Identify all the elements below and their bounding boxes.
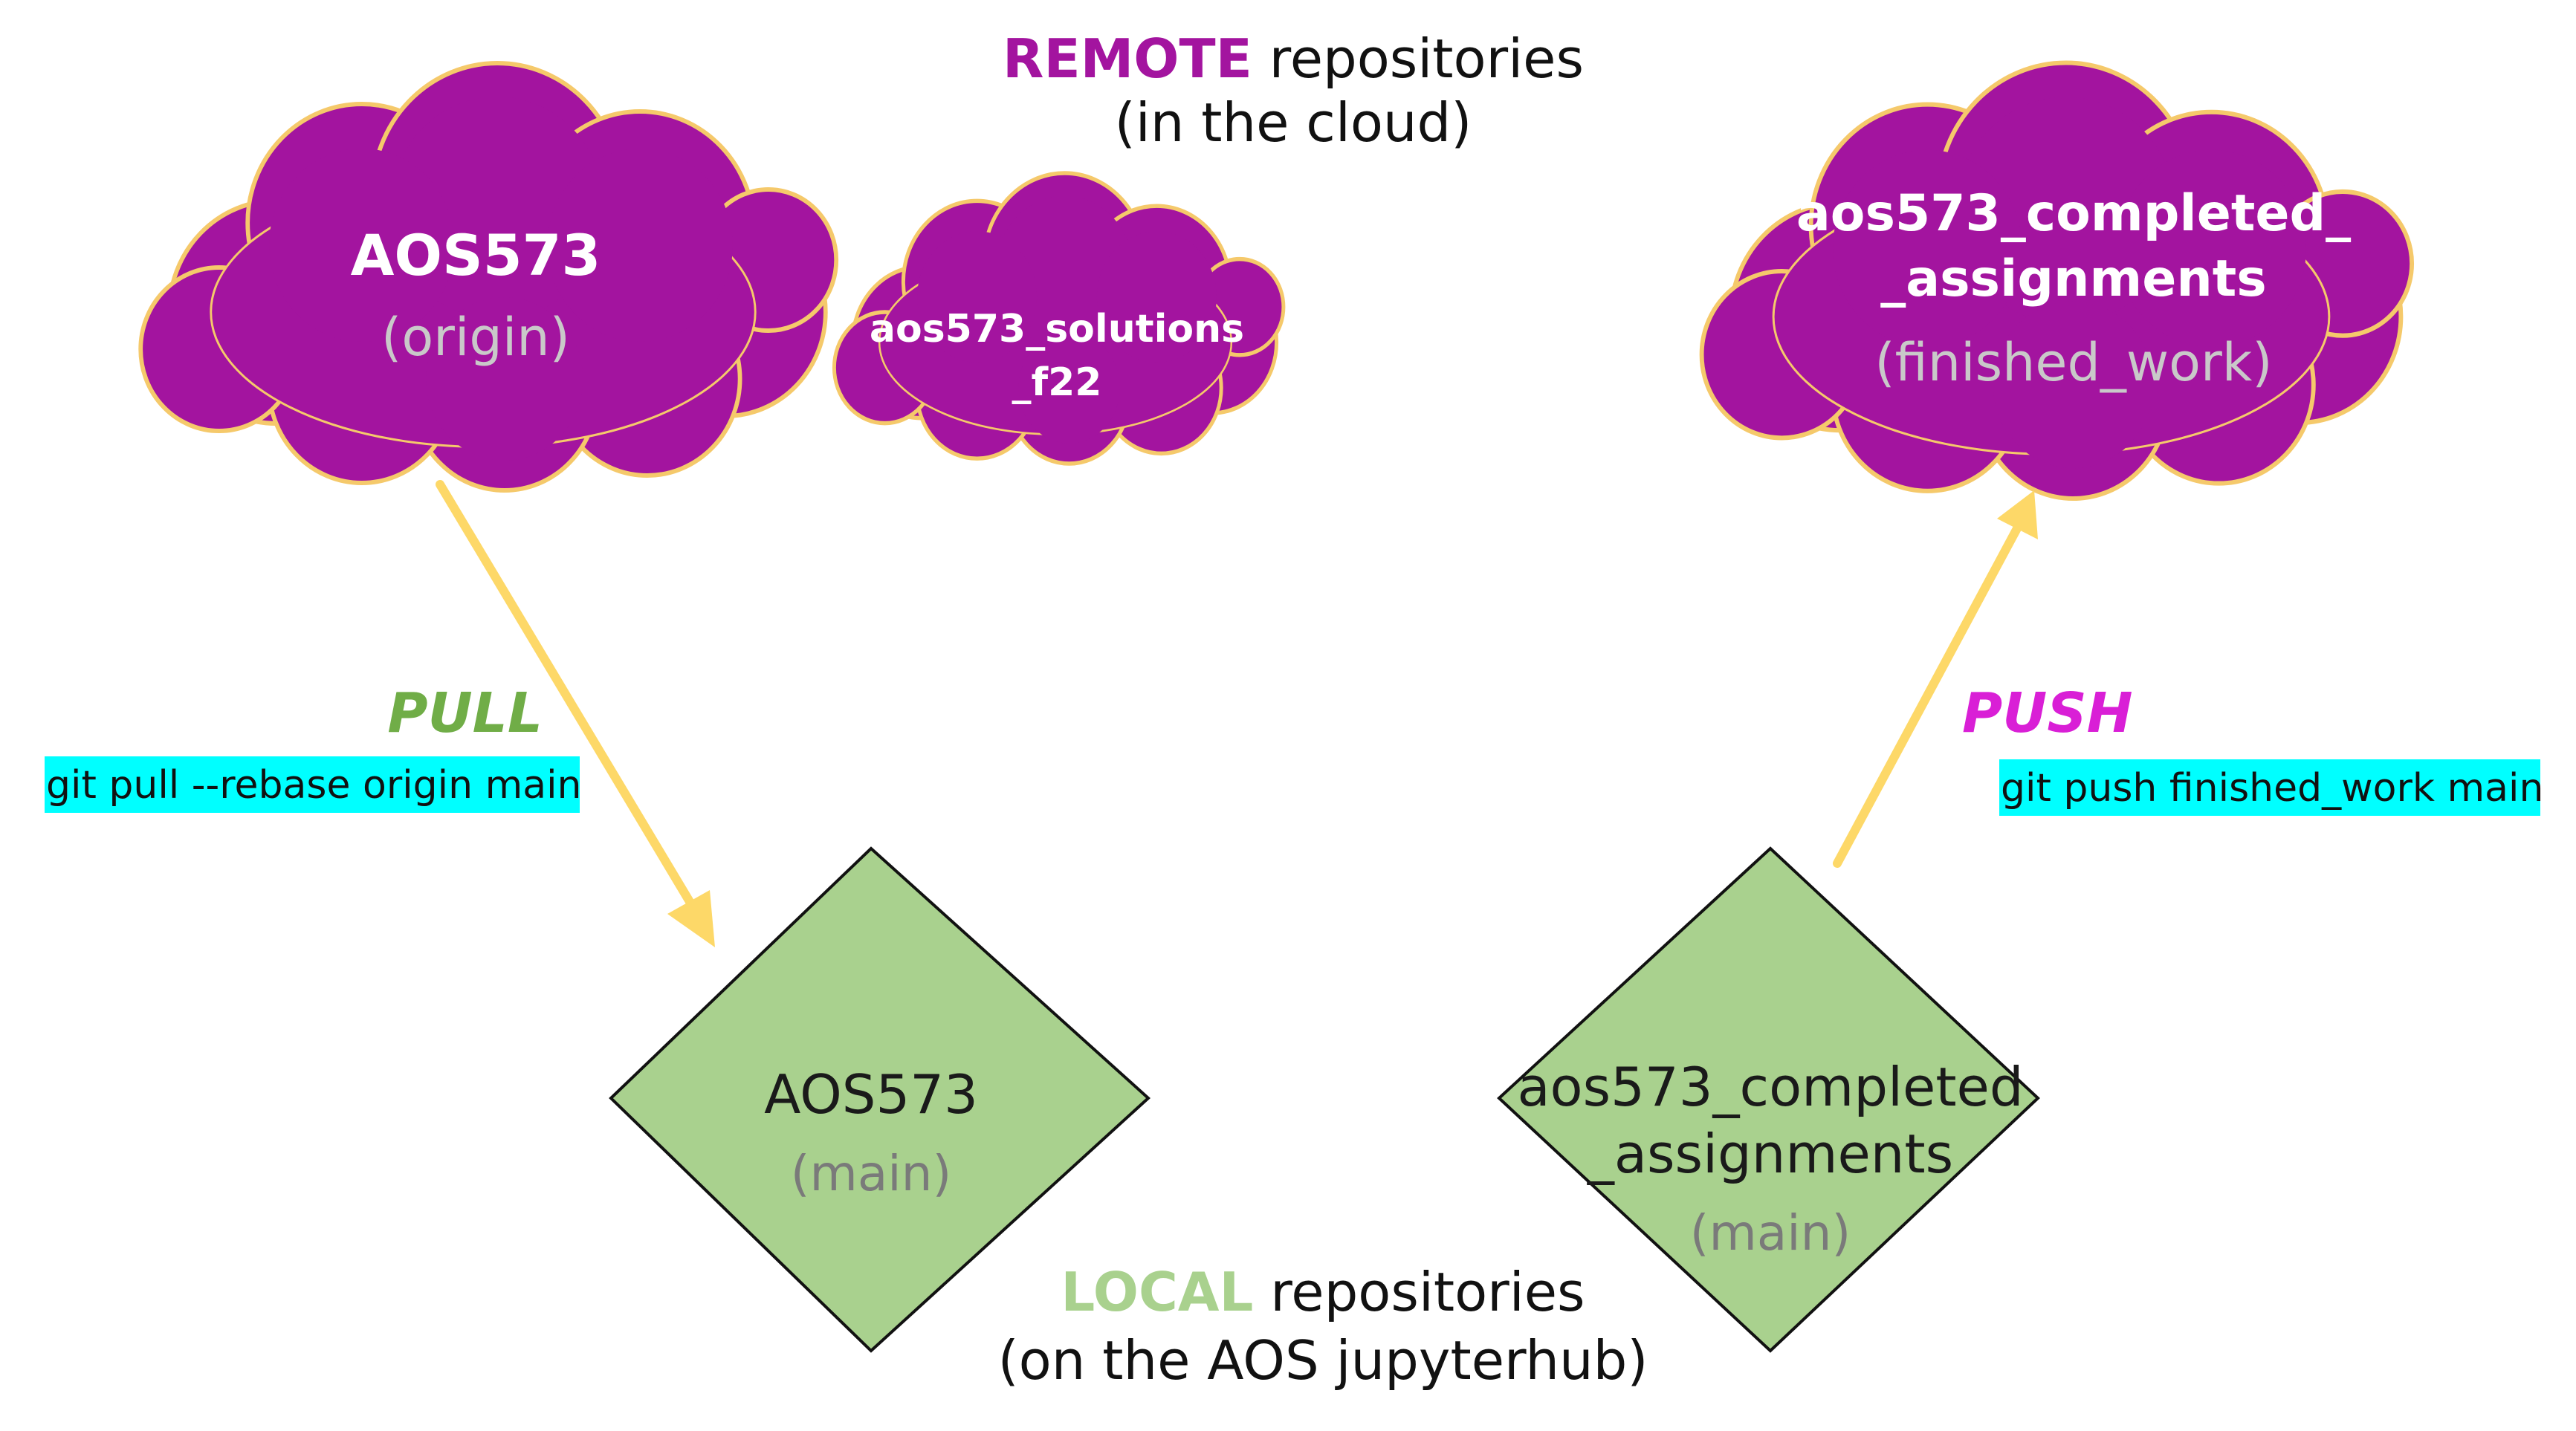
cloud-origin: AOS573 (origin): [140, 63, 836, 490]
local-heading-rest: repositories: [1253, 1261, 1585, 1323]
diamond-local-completed-line2: _assignments: [1587, 1123, 1953, 1185]
push-arrow: [1833, 490, 2038, 868]
diamond-local-aos573-shape: [611, 848, 1148, 1351]
cloud-origin-remote: (origin): [381, 307, 570, 368]
pull-arrow: [436, 480, 715, 947]
local-heading-accent: LOCAL: [1061, 1261, 1253, 1323]
pull-command-highlight: [45, 756, 580, 813]
pull-command: git pull --rebase origin main: [46, 763, 582, 808]
cloud-finished-work: aos573_completed_ _assignments (finished…: [1702, 63, 2412, 499]
remote-heading-rest: repositories: [1252, 27, 1584, 90]
diamond-local-aos573-name: AOS573: [764, 1063, 978, 1126]
cloud-solutions-line1: aos573_solutions: [870, 307, 1244, 351]
push-command: git push finished_work main: [2001, 766, 2543, 811]
local-heading: LOCAL repositories: [1061, 1261, 1585, 1323]
cloud-finished-line1: aos573_completed_: [1796, 184, 2351, 243]
cloud-origin-name: AOS573: [351, 222, 601, 288]
push-command-highlight: [1999, 759, 2540, 816]
remote-heading: REMOTE repositories: [1003, 27, 1584, 90]
push-label: PUSH: [1962, 681, 2133, 745]
cloud-solutions: aos573_solutions _f22: [834, 173, 1284, 464]
remote-heading-accent: REMOTE: [1003, 27, 1252, 90]
remote-heading-subtitle: (in the cloud): [1115, 91, 1472, 154]
local-heading-subtitle: (on the AOS jupyterhub): [998, 1329, 1648, 1392]
diamond-local-completed-line1: aos573_completed: [1517, 1056, 2023, 1118]
cloud-finished-line2: _assignments: [1880, 250, 2267, 308]
pull-label: PULL: [387, 681, 543, 745]
cloud-solutions-line2: _f22: [1012, 360, 1102, 405]
diamond-local-aos573: AOS573 (main): [609, 846, 1151, 1353]
diamond-local-aos573-branch: (main): [791, 1145, 951, 1202]
diamond-local-completed: aos573_completed _assignments (main): [1497, 846, 2040, 1353]
diamond-local-completed-branch: (main): [1690, 1204, 1851, 1262]
cloud-finished-remote: (finished_work): [1874, 332, 2272, 393]
